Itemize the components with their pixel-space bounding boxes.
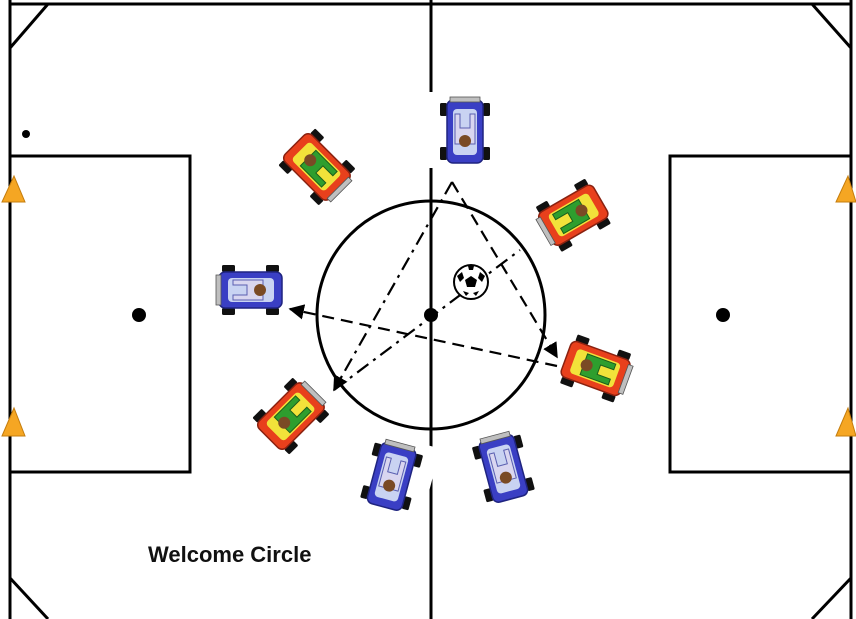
pass-top-to-bottom-left <box>334 182 452 390</box>
red-kart-top-right <box>519 162 625 269</box>
left-penalty-spot <box>132 308 146 322</box>
center-spot <box>424 308 438 322</box>
cones <box>2 176 856 436</box>
cone-icon <box>2 408 25 436</box>
corner-bottom-left <box>10 578 48 619</box>
right-penalty-spot <box>716 308 730 322</box>
soccer-ball-icon <box>454 265 488 299</box>
diagram-caption: Welcome Circle <box>148 542 311 568</box>
blue-kart-bottom-center <box>344 428 441 522</box>
pass-lines <box>290 182 557 390</box>
cone-icon <box>836 408 856 436</box>
players <box>211 92 646 522</box>
cone-icon <box>2 176 25 202</box>
blue-kart-bottom-right <box>455 420 552 514</box>
red-kart-right <box>548 318 647 419</box>
red-kart-bottom-left <box>237 360 347 470</box>
small-dot <box>22 130 30 138</box>
left-penalty-box <box>10 156 190 472</box>
corner-top-right <box>812 4 851 48</box>
red-kart-top-left <box>263 113 373 223</box>
corner-top-left <box>10 4 48 48</box>
cone-icon <box>836 176 856 202</box>
blue-kart-top <box>425 92 505 168</box>
pass-right-to-left <box>290 309 557 366</box>
right-penalty-box <box>670 156 851 472</box>
blue-kart-left <box>211 250 287 330</box>
corner-bottom-right <box>812 578 851 619</box>
pass-bottom-left-to-top-right <box>334 250 520 390</box>
